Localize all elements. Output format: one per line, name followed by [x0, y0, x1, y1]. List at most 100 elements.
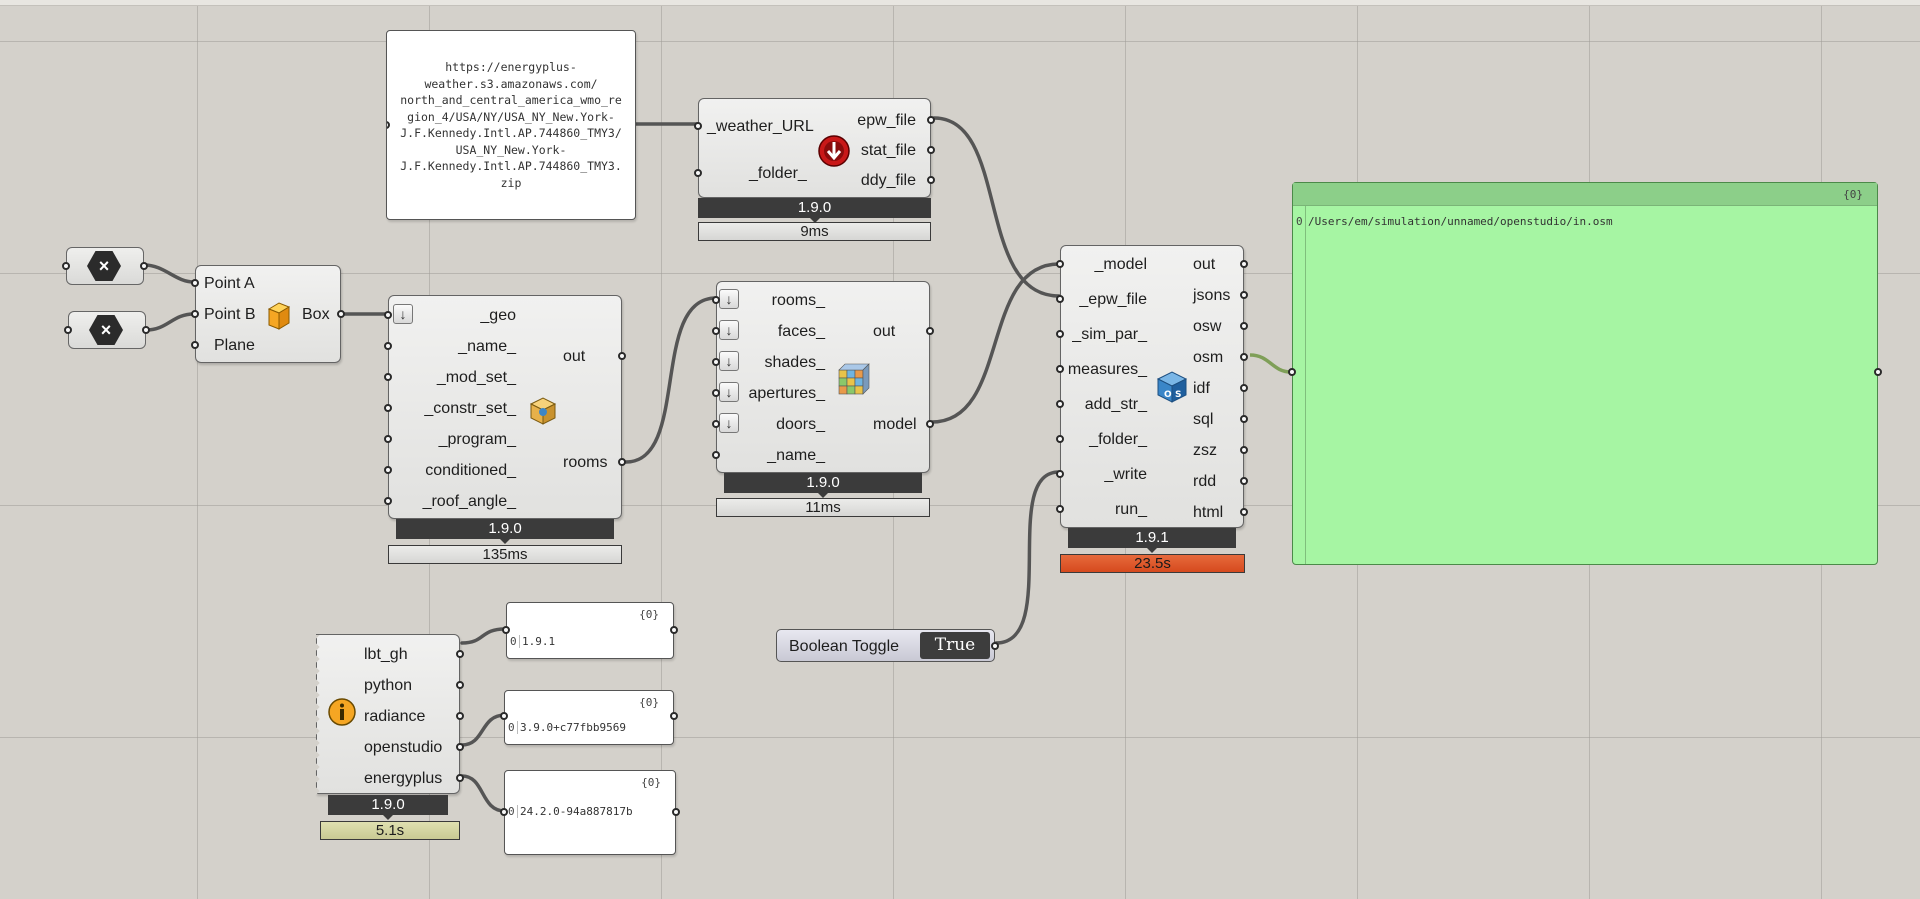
panel-output-port[interactable]	[670, 626, 678, 634]
version-output-python: python	[364, 677, 413, 694]
box-port-point-b[interactable]	[191, 310, 199, 318]
version-port-openstudio[interactable]	[456, 743, 464, 751]
sim-port-osm[interactable]	[1240, 353, 1248, 361]
room-port-rooms[interactable]	[618, 458, 626, 466]
panel-header: {0}	[641, 776, 661, 789]
model-component[interactable]: ↓ ↓ ↓ ↓ ↓ rooms_ faces_ shades_ aperture…	[712, 281, 934, 473]
result-panel-output-port[interactable]	[1874, 368, 1882, 376]
toggle-output-port[interactable]	[991, 642, 999, 650]
sim-port-sim-par[interactable]	[1056, 330, 1064, 338]
lbt-versions-component[interactable]: lbt_gh python radiance openstudio energy…	[315, 634, 464, 795]
point-b-input-port[interactable]	[64, 326, 72, 334]
model-port-apertures[interactable]	[712, 389, 720, 397]
room-port-out[interactable]	[618, 352, 626, 360]
room-port-roof-angle[interactable]	[384, 497, 392, 505]
box-port-point-a[interactable]	[191, 279, 199, 287]
url-panel-input-port[interactable]	[387, 121, 390, 129]
panel-value: 24.2.0-94a887817b	[517, 805, 633, 818]
model-port-faces[interactable]	[712, 327, 720, 335]
version-port-energyplus[interactable]	[456, 774, 464, 782]
model-port-rooms[interactable]	[712, 296, 720, 304]
weather-port-stat[interactable]	[927, 146, 935, 154]
osm-result-panel[interactable]: {0} 0 /Users/em/simulation/unnamed/opens…	[1288, 182, 1882, 565]
model-port-shades[interactable]	[712, 358, 720, 366]
sim-port-epw[interactable]	[1056, 295, 1064, 303]
room-input-program: _program_	[438, 431, 516, 448]
version-component-version-bar: 1.9.0	[328, 795, 448, 820]
result-panel-header-bar	[1293, 183, 1877, 206]
weather-url-panel[interactable]: https://energyplus- weather.s3.amazonaws…	[386, 30, 636, 220]
run-idf-openstudio-component[interactable]: _model _epw_file _sim_par_ measures_ add…	[1056, 245, 1248, 528]
panel-output-port[interactable]	[670, 712, 678, 720]
download-weather-component[interactable]: _weather_URL _folder_ epw_file stat_file…	[694, 98, 935, 198]
box-component[interactable]: Point A Point B Plane Box	[191, 265, 345, 363]
room-from-solid-component[interactable]: ↓ _geo _name_ _mod_set_ _constr_set_ _pr…	[384, 295, 626, 519]
flatten-arrow-icon: ↓	[719, 382, 739, 402]
result-panel-input-port[interactable]	[1288, 368, 1296, 376]
wire-pointa-box	[142, 263, 196, 284]
toggle-value[interactable]: True	[920, 632, 990, 659]
sim-port-out[interactable]	[1240, 260, 1248, 268]
model-version-bar: 1.9.0	[724, 473, 922, 498]
point-a-input-port[interactable]	[62, 262, 70, 270]
box-port-plane[interactable]	[191, 341, 199, 349]
boolean-toggle[interactable]: Boolean Toggle True	[776, 629, 999, 662]
wire-model-sim	[930, 262, 1061, 424]
model-port-out[interactable]	[926, 327, 934, 335]
room-port-name[interactable]	[384, 342, 392, 350]
point-a-output-port[interactable]	[140, 262, 148, 270]
panel-output-port[interactable]	[672, 808, 680, 816]
sim-runtime: 23.5s	[1060, 554, 1245, 573]
room-port-conditioned[interactable]	[384, 466, 392, 474]
panel-input-port[interactable]	[500, 808, 508, 816]
version-output-lbt-gh: lbt_gh	[364, 646, 408, 663]
sim-input-model: _model	[1094, 256, 1147, 273]
sim-port-measures[interactable]	[1056, 365, 1064, 373]
version-port-python[interactable]	[456, 681, 464, 689]
room-port-geo[interactable]	[384, 311, 392, 319]
model-port-model[interactable]	[926, 420, 934, 428]
sim-port-jsons[interactable]	[1240, 291, 1248, 299]
point-b-output-port[interactable]	[142, 326, 150, 334]
version-port-lbt-gh[interactable]	[456, 650, 464, 658]
sim-output-osm: osm	[1193, 349, 1224, 366]
weather-port-epw[interactable]	[927, 116, 935, 124]
sim-port-rdd[interactable]	[1240, 477, 1248, 485]
model-port-doors[interactable]	[712, 420, 720, 428]
point-a-param[interactable]: ×	[62, 247, 148, 285]
sim-port-zsz[interactable]	[1240, 446, 1248, 454]
model-port-name[interactable]	[712, 451, 720, 459]
room-port-mod-set[interactable]	[384, 373, 392, 381]
sim-port-model[interactable]	[1056, 260, 1064, 268]
model-output-out: out	[873, 323, 896, 340]
sim-port-run[interactable]	[1056, 505, 1064, 513]
lbt-gh-version-panel[interactable]: {0} 0 1.9.1	[502, 602, 678, 659]
weather-url-text: https://energyplus- weather.s3.amazonaws…	[400, 60, 622, 190]
version-port-radiance[interactable]	[456, 712, 464, 720]
weather-input-folder: _folder_	[749, 165, 807, 182]
sim-port-folder[interactable]	[1056, 435, 1064, 443]
sim-port-html[interactable]	[1240, 508, 1248, 516]
model-input-rooms: rooms_	[771, 292, 825, 309]
box-port-box[interactable]	[337, 310, 345, 318]
toggle-label: Boolean Toggle	[789, 638, 900, 655]
sim-port-idf[interactable]	[1240, 384, 1248, 392]
weather-port-url[interactable]	[694, 122, 702, 130]
weather-runtime: 9ms	[698, 222, 931, 241]
sim-port-add-str[interactable]	[1056, 400, 1064, 408]
sim-port-osw[interactable]	[1240, 322, 1248, 330]
sim-port-sql[interactable]	[1240, 415, 1248, 423]
point-b-param[interactable]: ×	[64, 311, 150, 349]
room-port-program[interactable]	[384, 435, 392, 443]
panel-input-port[interactable]	[500, 712, 508, 720]
room-port-constr-set[interactable]	[384, 404, 392, 412]
panel-input-port[interactable]	[502, 626, 510, 634]
panel-value: 3.9.0+c77fbb9569	[517, 721, 626, 734]
weather-port-folder[interactable]	[694, 169, 702, 177]
energyplus-version-panel[interactable]: {0} 0 24.2.0-94a887817b	[500, 770, 680, 855]
openstudio-icon: O S	[1156, 371, 1188, 403]
sim-port-write[interactable]	[1056, 470, 1064, 478]
weather-port-ddy[interactable]	[927, 176, 935, 184]
openstudio-version-panel[interactable]: {0} 0 3.9.0+c77fbb9569	[500, 690, 678, 745]
